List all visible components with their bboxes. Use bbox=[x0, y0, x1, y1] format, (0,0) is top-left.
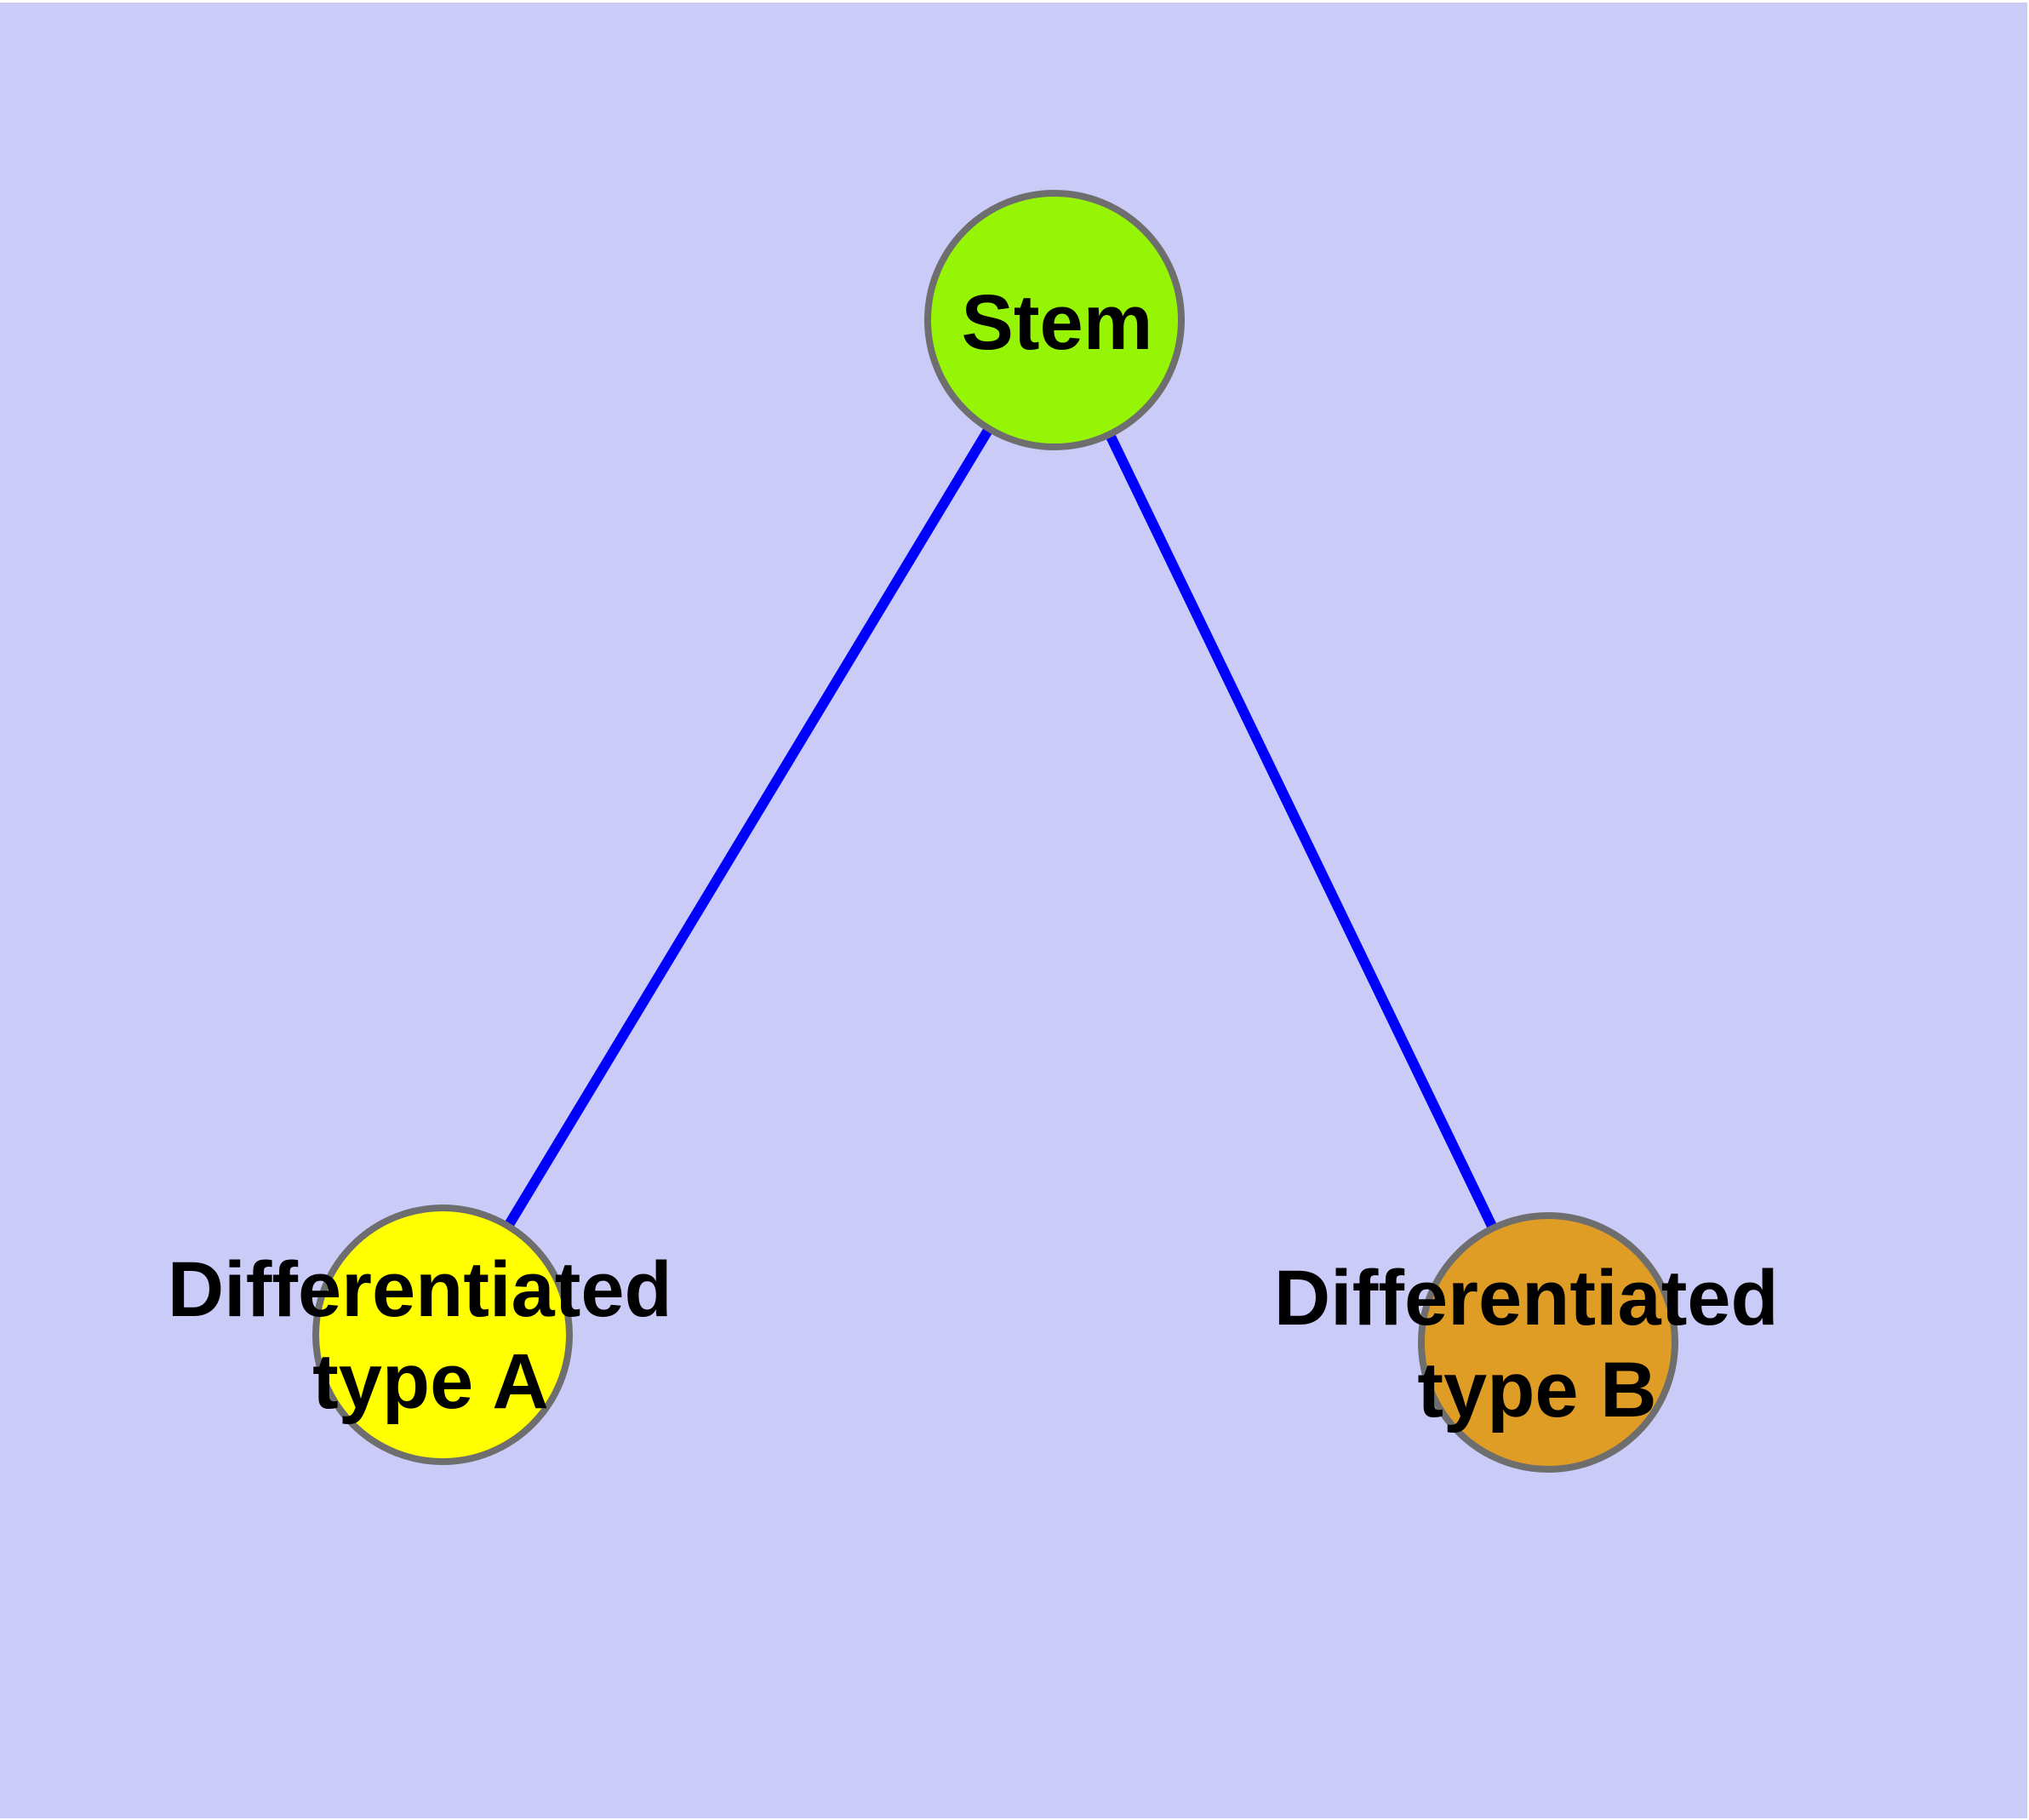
node-stem bbox=[924, 190, 1185, 450]
node-stem-label: Stem bbox=[962, 279, 1153, 366]
edge-stem-to-type-b bbox=[1049, 318, 1553, 1345]
node-type-b-label-line-2: type B bbox=[1417, 1347, 1656, 1434]
node-type-a-label-line-2: type A bbox=[312, 1338, 549, 1425]
node-type-a-label: Differentiated type A bbox=[168, 1246, 694, 1425]
edge-stem-to-type-a bbox=[437, 317, 1060, 1338]
node-differentiated-type-b bbox=[1418, 1212, 1678, 1473]
node-type-b-label-line-1: Differentiated bbox=[1274, 1255, 1779, 1342]
node-type-a-label-line-1: Differentiated bbox=[168, 1246, 672, 1333]
node-type-b-label: Differentiated type B bbox=[1274, 1255, 1801, 1434]
node-differentiated-type-a bbox=[312, 1205, 573, 1465]
